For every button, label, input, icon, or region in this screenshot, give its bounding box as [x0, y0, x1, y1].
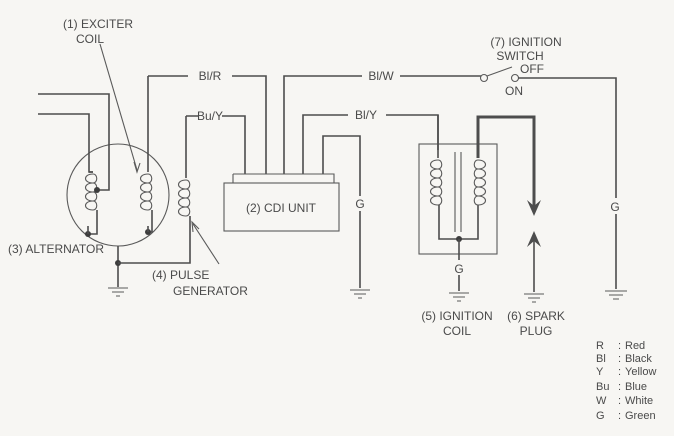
ignition-coil-label-line1: (5) IGNITION — [421, 309, 492, 323]
pulse-generator-pointer — [192, 223, 220, 265]
exciter-coil-label-line2: COIL — [76, 32, 104, 46]
wire-label-bl-y: Bl/Y — [355, 108, 377, 122]
alternator — [66, 143, 170, 247]
legend-color: Yellow — [625, 366, 656, 378]
ground-icon — [350, 289, 370, 299]
switch-lever — [486, 66, 513, 77]
exciter-coil — [139, 76, 153, 235]
legend-item: G : Green — [596, 410, 656, 422]
ground-icon — [605, 290, 627, 300]
switch-terminal — [510, 73, 520, 83]
spark-plug-label-line2: PLUG — [520, 324, 553, 338]
spark-plug-label-line1: (6) SPARK — [507, 309, 565, 323]
legend-code: Bl — [596, 353, 606, 365]
legend-code: Bu — [596, 381, 609, 393]
wire-label-g-switch: G — [610, 200, 619, 214]
color-legend: R : Red Bl : Black Y : Yellow Bu : Blue … — [596, 340, 656, 422]
legend-code: W — [596, 395, 607, 407]
legend-item: R : Red — [596, 340, 645, 352]
legend-color: Red — [625, 340, 645, 352]
legend-item: Bl : Black — [596, 353, 652, 365]
switch-terminal — [479, 73, 489, 83]
wire-bl-r — [148, 75, 267, 174]
ignition-switch-label-line1: (7) IGNITION — [490, 35, 561, 49]
alternator-label: (3) ALTERNATOR — [8, 242, 104, 256]
legend-sep: : — [618, 395, 621, 407]
wire-g-switch — [518, 77, 617, 289]
wire-label-g-coil: G — [454, 262, 463, 276]
legend-code: R — [596, 340, 604, 352]
pulse-generator-label-line2: GENERATOR — [173, 284, 248, 298]
ignition-switch-label-line2: SWITCH — [496, 49, 543, 63]
alternator-coil-left — [84, 171, 100, 237]
ground-icon — [449, 292, 469, 302]
alternator-housing — [66, 143, 170, 247]
legend-color: Black — [625, 353, 652, 365]
legend-sep: : — [618, 340, 621, 352]
wire-alternator-upper — [38, 93, 110, 191]
wire-label-g-cdi: G — [355, 197, 364, 211]
spark-electrode-lower — [527, 231, 541, 247]
switch-on-label: ON — [505, 84, 523, 98]
wire-label-bl-r: Bl/R — [199, 69, 222, 83]
ignition-coil — [418, 115, 536, 291]
cdi-unit-label: (2) CDI UNIT — [246, 201, 317, 215]
legend-item: Bu : Blue — [596, 381, 647, 393]
legend-code: G — [596, 410, 605, 422]
switch-off-label: OFF — [520, 62, 544, 76]
legend-color: White — [625, 395, 653, 407]
legend-item: W : White — [596, 395, 653, 407]
pulse-generator-label-line1: (4) PULSE — [152, 268, 209, 282]
ignition-switch[interactable] — [479, 66, 520, 83]
legend-sep: : — [618, 381, 621, 393]
wire-label-bu-y: Bu/Y — [197, 109, 223, 123]
spark-electrode-upper — [527, 200, 541, 216]
ground-icon — [524, 293, 544, 303]
legend-sep: : — [618, 410, 621, 422]
wire-g-cdi — [322, 135, 361, 288]
legend-item: Y : Yellow — [596, 366, 656, 378]
legend-color: Blue — [625, 381, 647, 393]
legend-color: Green — [625, 410, 656, 422]
exciter-coil-pointer — [99, 43, 138, 171]
cdi-unit: (2) CDI UNIT — [223, 173, 340, 232]
legend-sep: : — [618, 366, 621, 378]
legend-code: Y — [596, 366, 604, 378]
wire-bl-w — [283, 75, 481, 174]
junction-dot — [94, 187, 100, 193]
spark-plug — [527, 200, 541, 292]
ignition-coil-case — [418, 143, 498, 255]
wire-label-bl-w: Bl/W — [368, 69, 394, 83]
ignition-coil-label-line2: COIL — [443, 324, 471, 338]
ground-icon — [108, 287, 128, 297]
pulse-generator-coil — [118, 116, 191, 264]
wire-alternator-lower — [38, 113, 93, 173]
legend-sep: : — [618, 353, 621, 365]
exciter-coil-label-line1: (1) EXCITER — [63, 17, 133, 31]
wire-bu-y — [186, 115, 246, 174]
